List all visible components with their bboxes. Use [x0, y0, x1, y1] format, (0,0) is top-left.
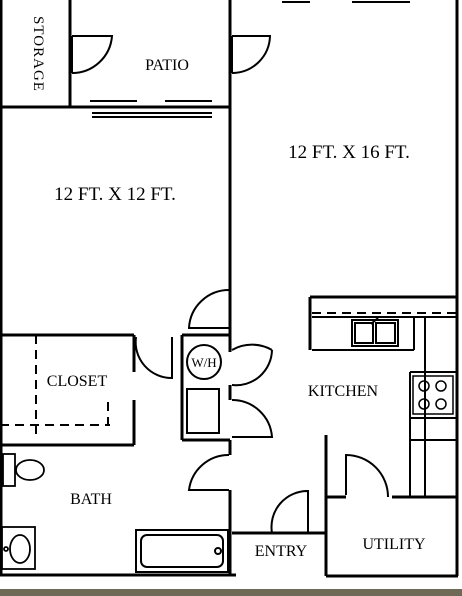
exterior-walls [0, 0, 459, 578]
entry-label: ENTRY [255, 543, 308, 560]
door-swings [134, 288, 389, 534]
bath-label: BATH [70, 491, 112, 508]
bedroom-large-label: 12 FT. X 16 FT. [288, 142, 410, 163]
patio-sliding-door [90, 100, 212, 118]
kitchen-label: KITCHEN [308, 383, 379, 400]
interior-walls [0, 290, 458, 576]
water-heater-icon [186, 344, 222, 380]
toilet-icon [2, 453, 45, 487]
bedroom-small-label: 12 FT. X 12 FT. [54, 184, 176, 205]
bottom-photo-strip [0, 589, 462, 596]
water-heater-label: W/H [191, 355, 216, 370]
closet-dashes [0, 335, 110, 440]
storage-patio-walls [0, 0, 232, 290]
patio-label: PATIO [145, 57, 189, 74]
bath-sink-icon [1, 526, 36, 570]
storage-label: STORAGE [30, 16, 46, 92]
range-burners-icon [412, 375, 454, 415]
washer-icon [186, 388, 220, 434]
storage-door [71, 35, 114, 75]
bathtub-icon [135, 529, 229, 573]
kitchen-upper-cabinet [312, 312, 456, 496]
utility-label: UTILITY [362, 536, 426, 553]
kitchen-sink-icon [351, 317, 399, 347]
closet-label: CLOSET [47, 373, 108, 390]
patio-bedroom-door [231, 35, 272, 74]
